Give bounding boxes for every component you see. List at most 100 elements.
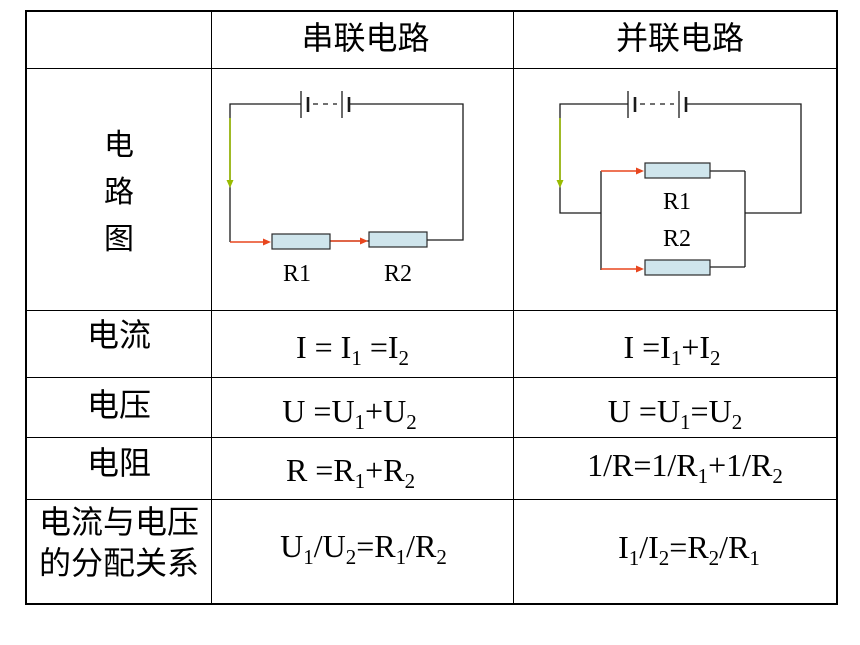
- resistor-r1: [644, 162, 711, 179]
- battery: [300, 91, 351, 118]
- formula-subscript: 2: [658, 545, 670, 570]
- formula-subscript: 2: [436, 544, 447, 569]
- header-series-cell: 串联电路: [212, 12, 514, 69]
- formula-text: I = I: [295, 329, 352, 365]
- formula-text: U =U: [607, 392, 681, 429]
- current-arrow-head: [360, 237, 368, 245]
- series-voltage-formula: U =U1+U2: [282, 392, 416, 433]
- formula-subscript: 1: [697, 463, 709, 488]
- resistor-r1-label: R1: [283, 261, 311, 287]
- formula-subscript: 1: [628, 545, 640, 570]
- series-distribution-formula: U1/U2=R1/R2: [280, 527, 447, 568]
- resistor-r2-label: R2: [384, 261, 412, 287]
- formula-text: /I: [639, 528, 659, 565]
- formula-subscript: 1: [670, 346, 682, 370]
- row-label-resistance: 电阻: [86, 443, 151, 482]
- series-circuit-heading: 串联电路: [301, 19, 430, 57]
- resistance-label-cell: 电阻: [27, 438, 212, 500]
- resistor-r2: [368, 231, 428, 248]
- series-voltage-cell: U =U1+U2: [212, 378, 514, 438]
- comparison-table: 串联电路 并联电路 电 路 图: [25, 10, 838, 605]
- formula-subscript: 2: [772, 463, 783, 488]
- wire-right: [349, 103, 464, 241]
- formula-subscript: 1: [680, 409, 691, 434]
- formula-text: +I: [681, 329, 711, 365]
- formula-subscript: 2: [708, 545, 720, 570]
- main-current-arrow: [556, 118, 564, 188]
- series-resistance-cell: R =R1+R2: [212, 438, 514, 500]
- formula-subscript: 1: [395, 544, 407, 569]
- series-resistance-formula: R =R1+R2: [285, 451, 415, 492]
- current-arrow-bottom-branch: [601, 265, 644, 273]
- parallel-resistance-formula: 1/R=1/R1+1/R2: [587, 446, 783, 487]
- parallel-voltage-formula: U =U1=U2: [607, 392, 742, 433]
- label-char: 电: [104, 128, 134, 163]
- voltage-label-cell: 电压: [27, 378, 212, 438]
- wire-left: [559, 103, 628, 214]
- label-char: 图: [104, 222, 134, 257]
- formula-text: =R: [669, 528, 709, 565]
- formula-subscript: 1: [351, 346, 362, 370]
- formula-subscript: 1: [354, 409, 366, 434]
- resistor-r1-label: R1: [663, 189, 691, 215]
- formula-subscript: 2: [406, 409, 417, 434]
- row-label-line: 电流与电压: [38, 502, 199, 541]
- parallel-current-formula: I =I1+I2: [623, 329, 720, 369]
- formula-text: +1/R: [708, 446, 773, 483]
- main-current-arrow-head: [226, 180, 234, 188]
- formula-text: U =U: [282, 392, 355, 429]
- current-arrow-before-r2: [330, 237, 368, 245]
- current-arrow-top-branch: [601, 167, 644, 175]
- row-label-voltage: 电压: [86, 385, 151, 424]
- parallel-diagram-cell: R1 R2: [514, 69, 836, 311]
- formula-text: /R: [719, 528, 750, 565]
- formula-subscript: 2: [731, 409, 743, 434]
- circuit-diagram-label: 电 路 图: [104, 122, 134, 263]
- parallel-resistance-cell: 1/R=1/R1+1/R2: [514, 438, 836, 500]
- current-arrow-head: [636, 265, 644, 273]
- formula-text: =U: [690, 392, 732, 429]
- resistor-r2-label: R2: [663, 226, 691, 252]
- formula-subscript: 2: [710, 346, 721, 370]
- wire-right: [686, 103, 802, 214]
- formula-text: U: [280, 527, 304, 564]
- main-current-arrow: [226, 118, 234, 188]
- formula-subscript: 2: [404, 468, 416, 493]
- formula-text: +R: [365, 451, 405, 488]
- row-label-current: 电流: [86, 316, 151, 354]
- formula-text: R =R: [285, 451, 355, 488]
- formula-text: /U: [313, 527, 346, 564]
- row-label-line: 的分配关系: [38, 543, 199, 582]
- battery: [627, 91, 688, 118]
- header-corner-cell: [27, 12, 212, 69]
- formula-subscript: 1: [303, 544, 314, 569]
- header-parallel-cell: 并联电路: [514, 12, 836, 69]
- row-label-distribution: 电流与电压 的分配关系: [39, 502, 199, 584]
- parallel-distribution-cell: I1/I2=R2/R1: [514, 500, 836, 603]
- current-arrow-before-r1: [230, 238, 271, 246]
- parallel-circuit-diagram: R1 R2: [556, 91, 802, 276]
- parallel-circuit-heading: 并联电路: [615, 19, 744, 57]
- resistor-r1: [271, 233, 331, 250]
- label-char: 路: [104, 175, 134, 210]
- resistor-r2: [644, 259, 711, 276]
- formula-text: /R: [406, 527, 437, 564]
- formula-subscript: 1: [749, 545, 760, 570]
- distribution-label-cell: 电流与电压 的分配关系: [27, 500, 212, 603]
- current-arrow-head: [636, 167, 644, 175]
- main-current-arrow-head: [556, 180, 564, 188]
- series-distribution-cell: U1/U2=R1/R2: [212, 500, 514, 603]
- formula-text: +U: [365, 392, 407, 429]
- parallel-distribution-formula: I1/I2=R2/R1: [618, 528, 760, 569]
- series-diagram-cell: R1 R2: [212, 69, 514, 311]
- current-arrow-head: [263, 238, 271, 246]
- series-circuit-diagram: R1 R2: [226, 91, 464, 287]
- formula-text: I =I: [623, 329, 671, 365]
- formula-subscript: 1: [354, 468, 366, 493]
- series-current-formula: I = I1 =I2: [295, 329, 409, 369]
- diagram-row-label-cell: 电 路 图: [27, 69, 212, 311]
- formula-text: =I: [361, 329, 399, 365]
- formula-text: 1/R=1/R: [587, 446, 698, 483]
- parallel-voltage-cell: U =U1=U2: [514, 378, 836, 438]
- formula-text: =R: [356, 527, 396, 564]
